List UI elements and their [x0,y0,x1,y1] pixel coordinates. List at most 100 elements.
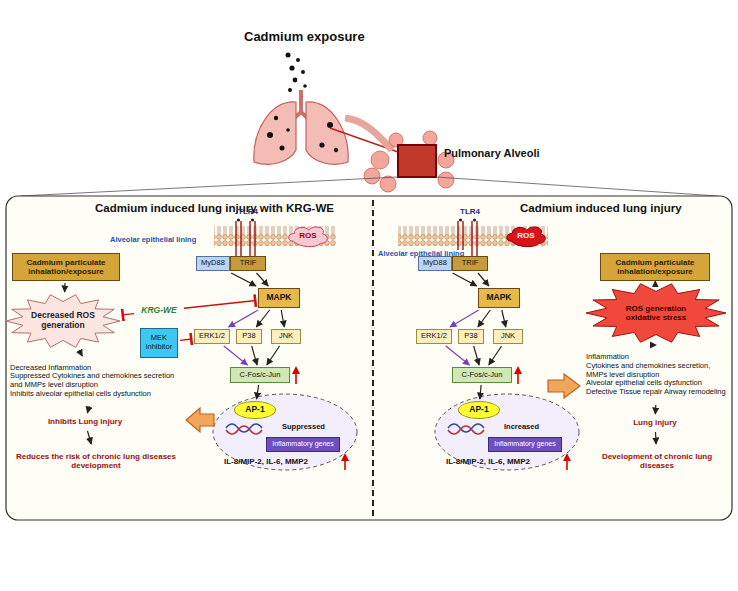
node-text: Cytokines and chemokines secretion, MMPs… [586,362,728,379]
adaptor-box: MyD88 [418,256,452,271]
effect-text: Decreased InflammationSuppressed Cytokin… [8,358,184,404]
source-box: Cadmium particulate inhalation/exposure [12,253,120,281]
title: Cadmium exposure [244,30,365,44]
kinase-box: ERK1/2 [416,329,452,344]
kinase-box: P38 [458,329,484,344]
arrow-connector [224,346,248,365]
cloud-outline [507,227,546,247]
gene-box: Inflammatory genes [488,437,562,452]
node-text: Cadmium particulate inhalation/exposure [15,258,117,276]
ros-cloud: ROS [505,223,547,249]
factor-box: C-Fos/c-Jun [230,367,290,383]
adaptor-box: MyD88 [196,256,230,271]
kinase-box: P38 [236,329,262,344]
node-text: Lung injury [633,418,677,427]
gene-box: Inflammatory genes [266,437,340,452]
node-text: Inflammation [586,353,629,362]
arrow-connector [478,273,489,286]
arrow-connector [252,346,257,365]
adaptor-box: TRIF [452,256,488,271]
node-text: ROS [517,231,534,240]
kinase-box: ERK1/2 [194,329,230,344]
arrow-connector [281,310,284,327]
arrow-connector [502,310,506,327]
node-text: MEK inhibitor [143,334,175,351]
node-text: TRIF [240,259,257,268]
inhibition-connector [180,339,192,340]
node-text: P38 [242,332,255,341]
node-text: ERK1/2 [199,332,225,341]
inhibitor-box: MEK inhibitor [140,328,178,358]
outcome-text: Reduces the risk of chronic lung disease… [8,446,184,476]
node-text: MyD88 [423,259,447,268]
arrow-connector [257,273,269,286]
outcome-text: Development of chronic lung diseases [592,446,722,476]
node-text: AP-1 [245,405,264,415]
node-text: Defective Tissue repair Airway remodelin… [586,388,726,397]
arrow-connector [231,273,256,286]
inhibition-connector [184,301,256,309]
node-text: Reduces the risk of chronic lung disease… [10,452,182,470]
burst-shape: ROS generation oxidative stress [586,283,726,343]
arrow-connector [655,405,657,414]
outcome-text: Inhibits Lung injury [24,415,146,429]
arrow-connector [256,310,269,327]
adaptor-box: TRIF [230,256,266,271]
node-text: Inhibits alveolar epithelial cells dysfu… [10,390,151,399]
membrane-label: Alveolar epithelial lining [108,236,198,244]
arrow-connector [229,310,259,327]
arrow-connector [88,431,92,444]
arrow-connector [450,310,479,327]
kinase-box: MAPK [258,288,300,308]
state-label: Suppressed [282,423,325,431]
node-text: Decreased Inflammation [10,364,91,373]
node-text: Alveolar epithelial cells dysfunction [586,379,702,388]
kinase-box: JNK [271,329,301,344]
outcome-text: Lung injury [610,416,700,430]
burst-outline [586,284,726,342]
ros-cloud: ROS [287,223,329,249]
arrow-connector [478,310,490,327]
arrow-connector [453,273,477,286]
arrow-connector [267,346,280,365]
factor-ellipse: AP-1 [234,401,276,419]
node-text: Cadmium particulate inhalation/exposure [603,258,707,276]
arrow-connector [257,385,259,399]
arrow-connector [489,346,502,365]
node-text: JNK [501,332,515,341]
node-text: ROS generation oxidative stress [608,304,704,322]
arrow-connector [64,283,66,292]
node-text: C-Fos/c-Jun [462,371,503,380]
node-text: KRG-WE [141,306,176,316]
cytokine-label: IL-8/MIP-2, IL-6, MMP2 [446,458,530,467]
node-text: C-Fos/c-Jun [240,371,281,380]
node-text: MAPK [486,293,511,303]
inhibitor-label: KRG-WE [136,304,182,318]
arrow-connector [480,385,481,399]
arrow-connector [655,281,656,283]
effect-text: InflammationCytokines and chemokines sec… [584,347,730,403]
node-text: Inflammatory genes [494,440,555,448]
node-text: AP-1 [469,405,488,415]
kinase-box: JNK [493,329,523,344]
node-text: ROS [299,231,316,240]
node-text: MyD88 [201,259,225,268]
arrow-connector [446,346,470,365]
node-text: Decreased ROS generation [24,311,102,331]
node-text: ERK1/2 [421,332,447,341]
node-text: JNK [279,332,293,341]
panel-heading: Cadmium induced lung injury with KRG-WE [95,202,334,215]
cloud-outline [289,227,328,247]
panel-heading: Cadmium induced lung injury [520,202,682,215]
arrow-connector [87,406,89,413]
burst-outline [6,295,120,348]
inhibition-connector [122,314,134,315]
arrow-connector [474,346,479,365]
node-text: TRIF [462,259,479,268]
source-box: Cadmium particulate inhalation/exposure [600,253,710,281]
node-text: Suppressed Cytokines and chemokines secr… [10,372,182,389]
node-text: Development of chronic lung diseases [594,452,720,470]
node-text: Inflammatory genes [272,440,333,448]
factor-box: C-Fos/c-Jun [452,367,512,383]
node-text: MAPK [266,293,291,303]
